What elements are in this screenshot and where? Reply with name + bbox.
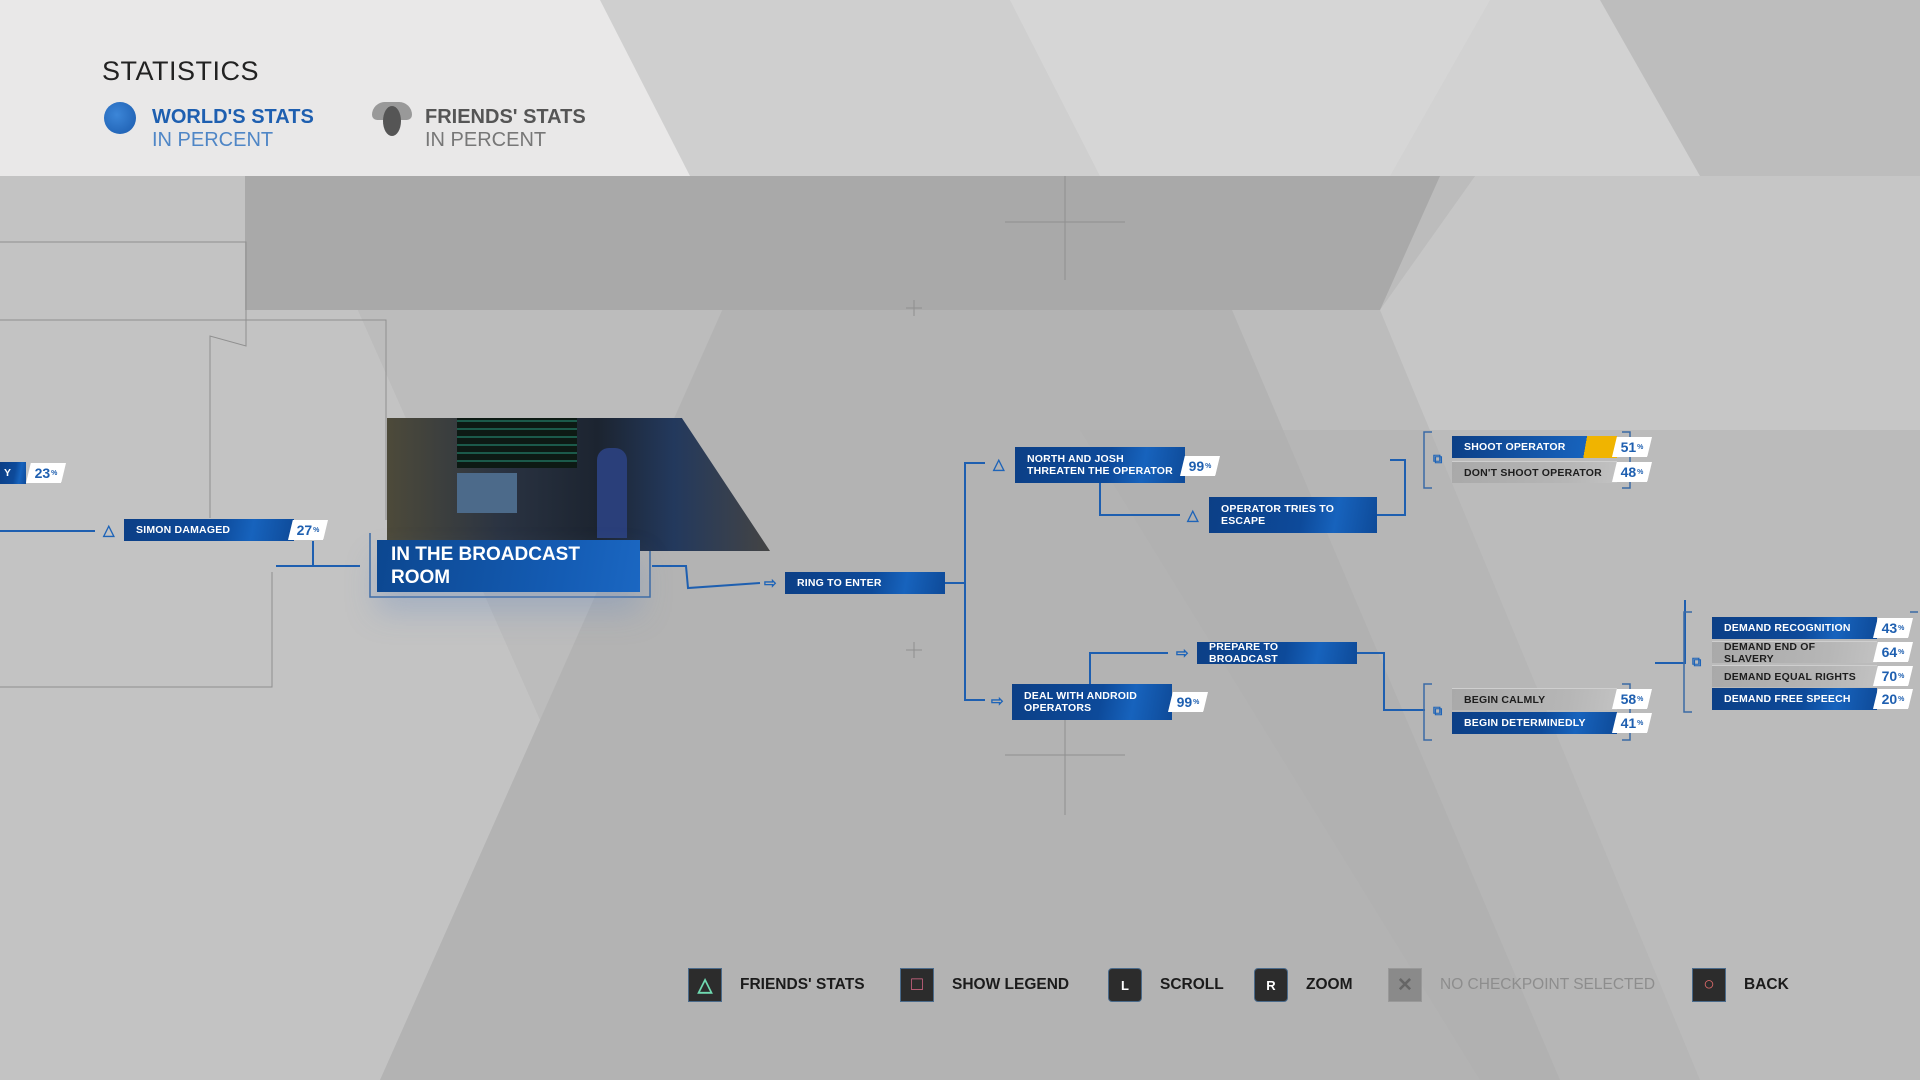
- chapter-title[interactable]: IN THE BROADCAST ROOM: [377, 540, 640, 592]
- arrow-icon: ⇨: [991, 693, 1004, 710]
- node-partial[interactable]: Y: [0, 462, 26, 484]
- friends-stats-label: FRIENDS' STATS: [425, 106, 586, 128]
- worlds-stats-label: WORLD'S STATS: [152, 106, 314, 128]
- node-north-josh[interactable]: NORTH AND JOSH THREATEN THE OPERATOR: [1015, 447, 1185, 483]
- page-title: STATISTICS: [102, 56, 260, 86]
- node-deal-android[interactable]: DEAL WITH ANDROID OPERATORS: [1012, 684, 1172, 720]
- pct-begin-determinedly: 41%: [1612, 713, 1652, 733]
- left-stick-icon: L: [1108, 968, 1142, 1002]
- scroll-label: SCROLL: [1160, 976, 1224, 993]
- node-begin-determinedly[interactable]: BEGIN DETERMINEDLY: [1452, 712, 1617, 734]
- triangle-icon: △: [103, 522, 115, 539]
- friends-stats-button[interactable]: △ FRIENDS' STATS: [688, 968, 865, 1002]
- choice-icon: ⧉: [1433, 451, 1443, 466]
- friends-stats-label: FRIENDS' STATS: [740, 976, 865, 993]
- choice-icon: ⧉: [1692, 654, 1702, 669]
- node-demand-recognition[interactable]: DEMAND RECOGNITION: [1712, 617, 1877, 639]
- circle-button-icon: ○: [1692, 968, 1726, 1002]
- friends-icon: [372, 102, 412, 136]
- zoom-button[interactable]: R ZOOM: [1254, 968, 1353, 1002]
- worlds-stats-sub: IN PERCENT: [152, 129, 274, 151]
- back-label: BACK: [1744, 976, 1789, 993]
- node-demand-slavery[interactable]: DEMAND END OF SLAVERY: [1712, 641, 1877, 665]
- show-legend-button[interactable]: □ SHOW LEGEND: [900, 968, 1069, 1002]
- pct-north-josh: 99%: [1180, 456, 1220, 476]
- arrow-icon: ⇨: [764, 575, 777, 592]
- node-demand-rights[interactable]: DEMAND EQUAL RIGHTS: [1712, 665, 1877, 687]
- pct-demand-rights: 70%: [1873, 666, 1913, 686]
- pct-partial: 23%: [26, 463, 66, 483]
- friends-stats-sub: IN PERCENT: [425, 129, 547, 151]
- node-begin-calmly[interactable]: BEGIN CALMLY: [1452, 688, 1617, 710]
- zoom-label: ZOOM: [1306, 976, 1353, 993]
- pct-simon-damaged: 27%: [288, 520, 328, 540]
- pct-begin-calmly: 58%: [1612, 689, 1652, 709]
- triangle-icon: △: [1187, 507, 1199, 524]
- scroll-button[interactable]: L SCROLL: [1108, 968, 1224, 1002]
- pct-shoot-operator: 51%: [1612, 437, 1652, 457]
- cross-button-icon: ✕: [1388, 968, 1422, 1002]
- choice-icon: ⧉: [1433, 703, 1443, 718]
- node-simon-damaged[interactable]: SIMON DAMAGED: [124, 519, 294, 541]
- node-ring-to-enter[interactable]: RING TO ENTER: [785, 572, 945, 594]
- no-checkpoint-label: NO CHECKPOINT SELECTED: [1440, 976, 1656, 993]
- pct-deal-android: 99%: [1168, 692, 1208, 712]
- show-legend-label: SHOW LEGEND: [952, 976, 1070, 993]
- right-stick-icon: R: [1254, 968, 1288, 1002]
- arrow-icon: ⇨: [1176, 645, 1189, 662]
- triangle-button-icon: △: [688, 968, 722, 1002]
- pct-dont-shoot: 48%: [1612, 462, 1652, 482]
- node-prepare-broadcast[interactable]: PREPARE TO BROADCAST: [1197, 641, 1357, 665]
- pct-demand-speech: 20%: [1873, 689, 1913, 709]
- back-button[interactable]: ○ BACK: [1692, 968, 1789, 1002]
- globe-icon: [104, 102, 136, 134]
- node-dont-shoot[interactable]: DON'T SHOOT OPERATOR: [1452, 461, 1617, 483]
- node-demand-speech[interactable]: DEMAND FREE SPEECH: [1712, 688, 1877, 710]
- node-operator-escape[interactable]: OPERATOR TRIES TO ESCAPE: [1209, 497, 1377, 533]
- friends-stats-tab[interactable]: FRIENDS' STATS IN PERCENT: [425, 106, 586, 152]
- no-checkpoint-button: ✕ NO CHECKPOINT SELECTED: [1388, 968, 1655, 1002]
- pct-demand-slavery: 64%: [1873, 642, 1913, 662]
- square-button-icon: □: [900, 968, 934, 1002]
- triangle-icon: △: [993, 456, 1005, 473]
- worlds-stats-tab[interactable]: WORLD'S STATS IN PERCENT: [152, 106, 314, 152]
- pct-demand-recognition: 43%: [1873, 618, 1913, 638]
- node-shoot-operator[interactable]: SHOOT OPERATOR: [1452, 436, 1617, 458]
